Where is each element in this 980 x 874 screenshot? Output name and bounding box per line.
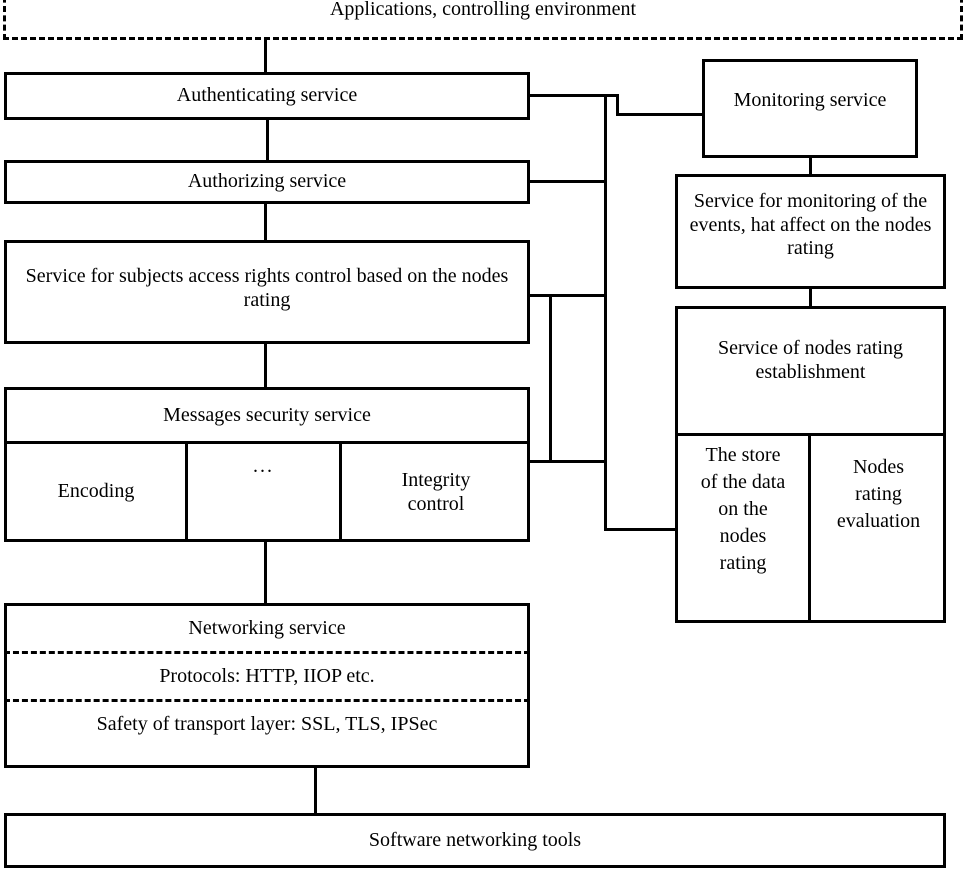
events-monitoring-service-label: Service for monitoring of the events, ha…	[689, 190, 932, 260]
connector-bus-to-store-box	[604, 528, 678, 531]
events-monitoring-service-box: Service for monitoring of the events, ha…	[675, 174, 946, 289]
connector-authenticating-bus-h	[528, 94, 619, 97]
connector-access-rights-bus-h	[528, 294, 606, 297]
networking-service-label: Networking service	[188, 617, 346, 639]
authorizing-service-box: Authorizing service	[4, 160, 530, 204]
messages-security-sub-box-ellipsis: ...	[188, 441, 339, 542]
nodes-rating-sub-divider	[808, 433, 811, 623]
messages-security-sub-label-encoding: Encoding	[57, 480, 135, 502]
connector-access-rights-bus-v	[549, 294, 552, 462]
messages-security-service-box: Messages security service	[4, 387, 530, 542]
access-rights-service-box: Service for subjects access rights contr…	[4, 240, 530, 344]
applications-environment-box: Applications, controlling environment	[3, 0, 963, 40]
authenticating-service-box: Authenticating service	[4, 72, 530, 120]
messages-security-service-label: Messages security service	[163, 404, 371, 426]
connector-monitoring-to-events	[809, 156, 812, 175]
applications-environment-label: Applications, controlling environment	[329, 0, 637, 20]
connector-authorizing-bus-h	[528, 180, 606, 183]
nodes-rating-establishment-label: Service of nodes rating establishment	[718, 337, 903, 383]
networking-transport-safety-row: Safety of transport layer: SSL, TLS, IPS…	[4, 703, 530, 747]
networking-service-box: Networking service	[4, 603, 530, 768]
messages-security-sub-box-encoding: Encoding	[7, 441, 185, 542]
connector-bus-a-drop	[616, 94, 619, 116]
monitoring-service-box: Monitoring service	[702, 59, 918, 158]
connector-inner-vertical-bus	[604, 94, 607, 531]
networking-protocols-row: Protocols: HTTP, IIOP etc.	[4, 654, 530, 698]
nodes-rating-sub-label-store: The store of the data on the nodes ratin…	[700, 444, 786, 574]
monitoring-service-label: Monitoring service	[733, 89, 887, 111]
access-rights-service-label: Service for subjects access rights contr…	[25, 265, 509, 311]
networking-dashed-divider-2	[4, 699, 530, 702]
software-networking-tools-label: Software networking tools	[368, 828, 582, 851]
nodes-rating-sub-box-store: The store of the data on the nodes ratin…	[678, 436, 808, 623]
nodes-rating-sub-label-evaluation: Nodes rating evaluation	[836, 456, 921, 532]
networking-transport-safety-label: Safety of transport layer: SSL, TLS, IPS…	[96, 713, 438, 735]
messages-security-sub-box-integrity-control: Integrity control	[342, 441, 530, 542]
messages-security-sub-label-ellipsis: ...	[253, 455, 274, 477]
connector-authorizing-to-access-rights	[264, 202, 267, 242]
connector-networking-to-software-tools	[314, 765, 317, 815]
connector-messages-security-to-networking	[264, 540, 267, 604]
authenticating-service-label: Authenticating service	[176, 84, 358, 107]
authorizing-service-label: Authorizing service	[187, 170, 347, 193]
messages-security-sub-label-integrity-control: Integrity control	[401, 468, 471, 515]
software-networking-tools-box: Software networking tools	[4, 813, 946, 868]
connector-access-rights-to-messages-security	[264, 342, 267, 388]
networking-protocols-label: Protocols: HTTP, IIOP etc.	[159, 664, 375, 687]
messages-security-divider-2	[339, 441, 342, 542]
nodes-rating-sub-box-evaluation: Nodes rating evaluation	[811, 436, 946, 623]
connector-bus-a-to-monitoring	[616, 113, 705, 116]
connector-integrity-control-bus-h	[528, 460, 606, 463]
connector-authenticating-to-authorizing	[266, 118, 269, 160]
messages-security-header-divider	[4, 441, 530, 444]
connector-events-to-nodes-rating	[809, 287, 812, 307]
networking-dashed-divider-1	[4, 651, 530, 654]
connector-applications-to-authenticating	[264, 40, 267, 74]
messages-security-divider-1	[185, 441, 188, 542]
